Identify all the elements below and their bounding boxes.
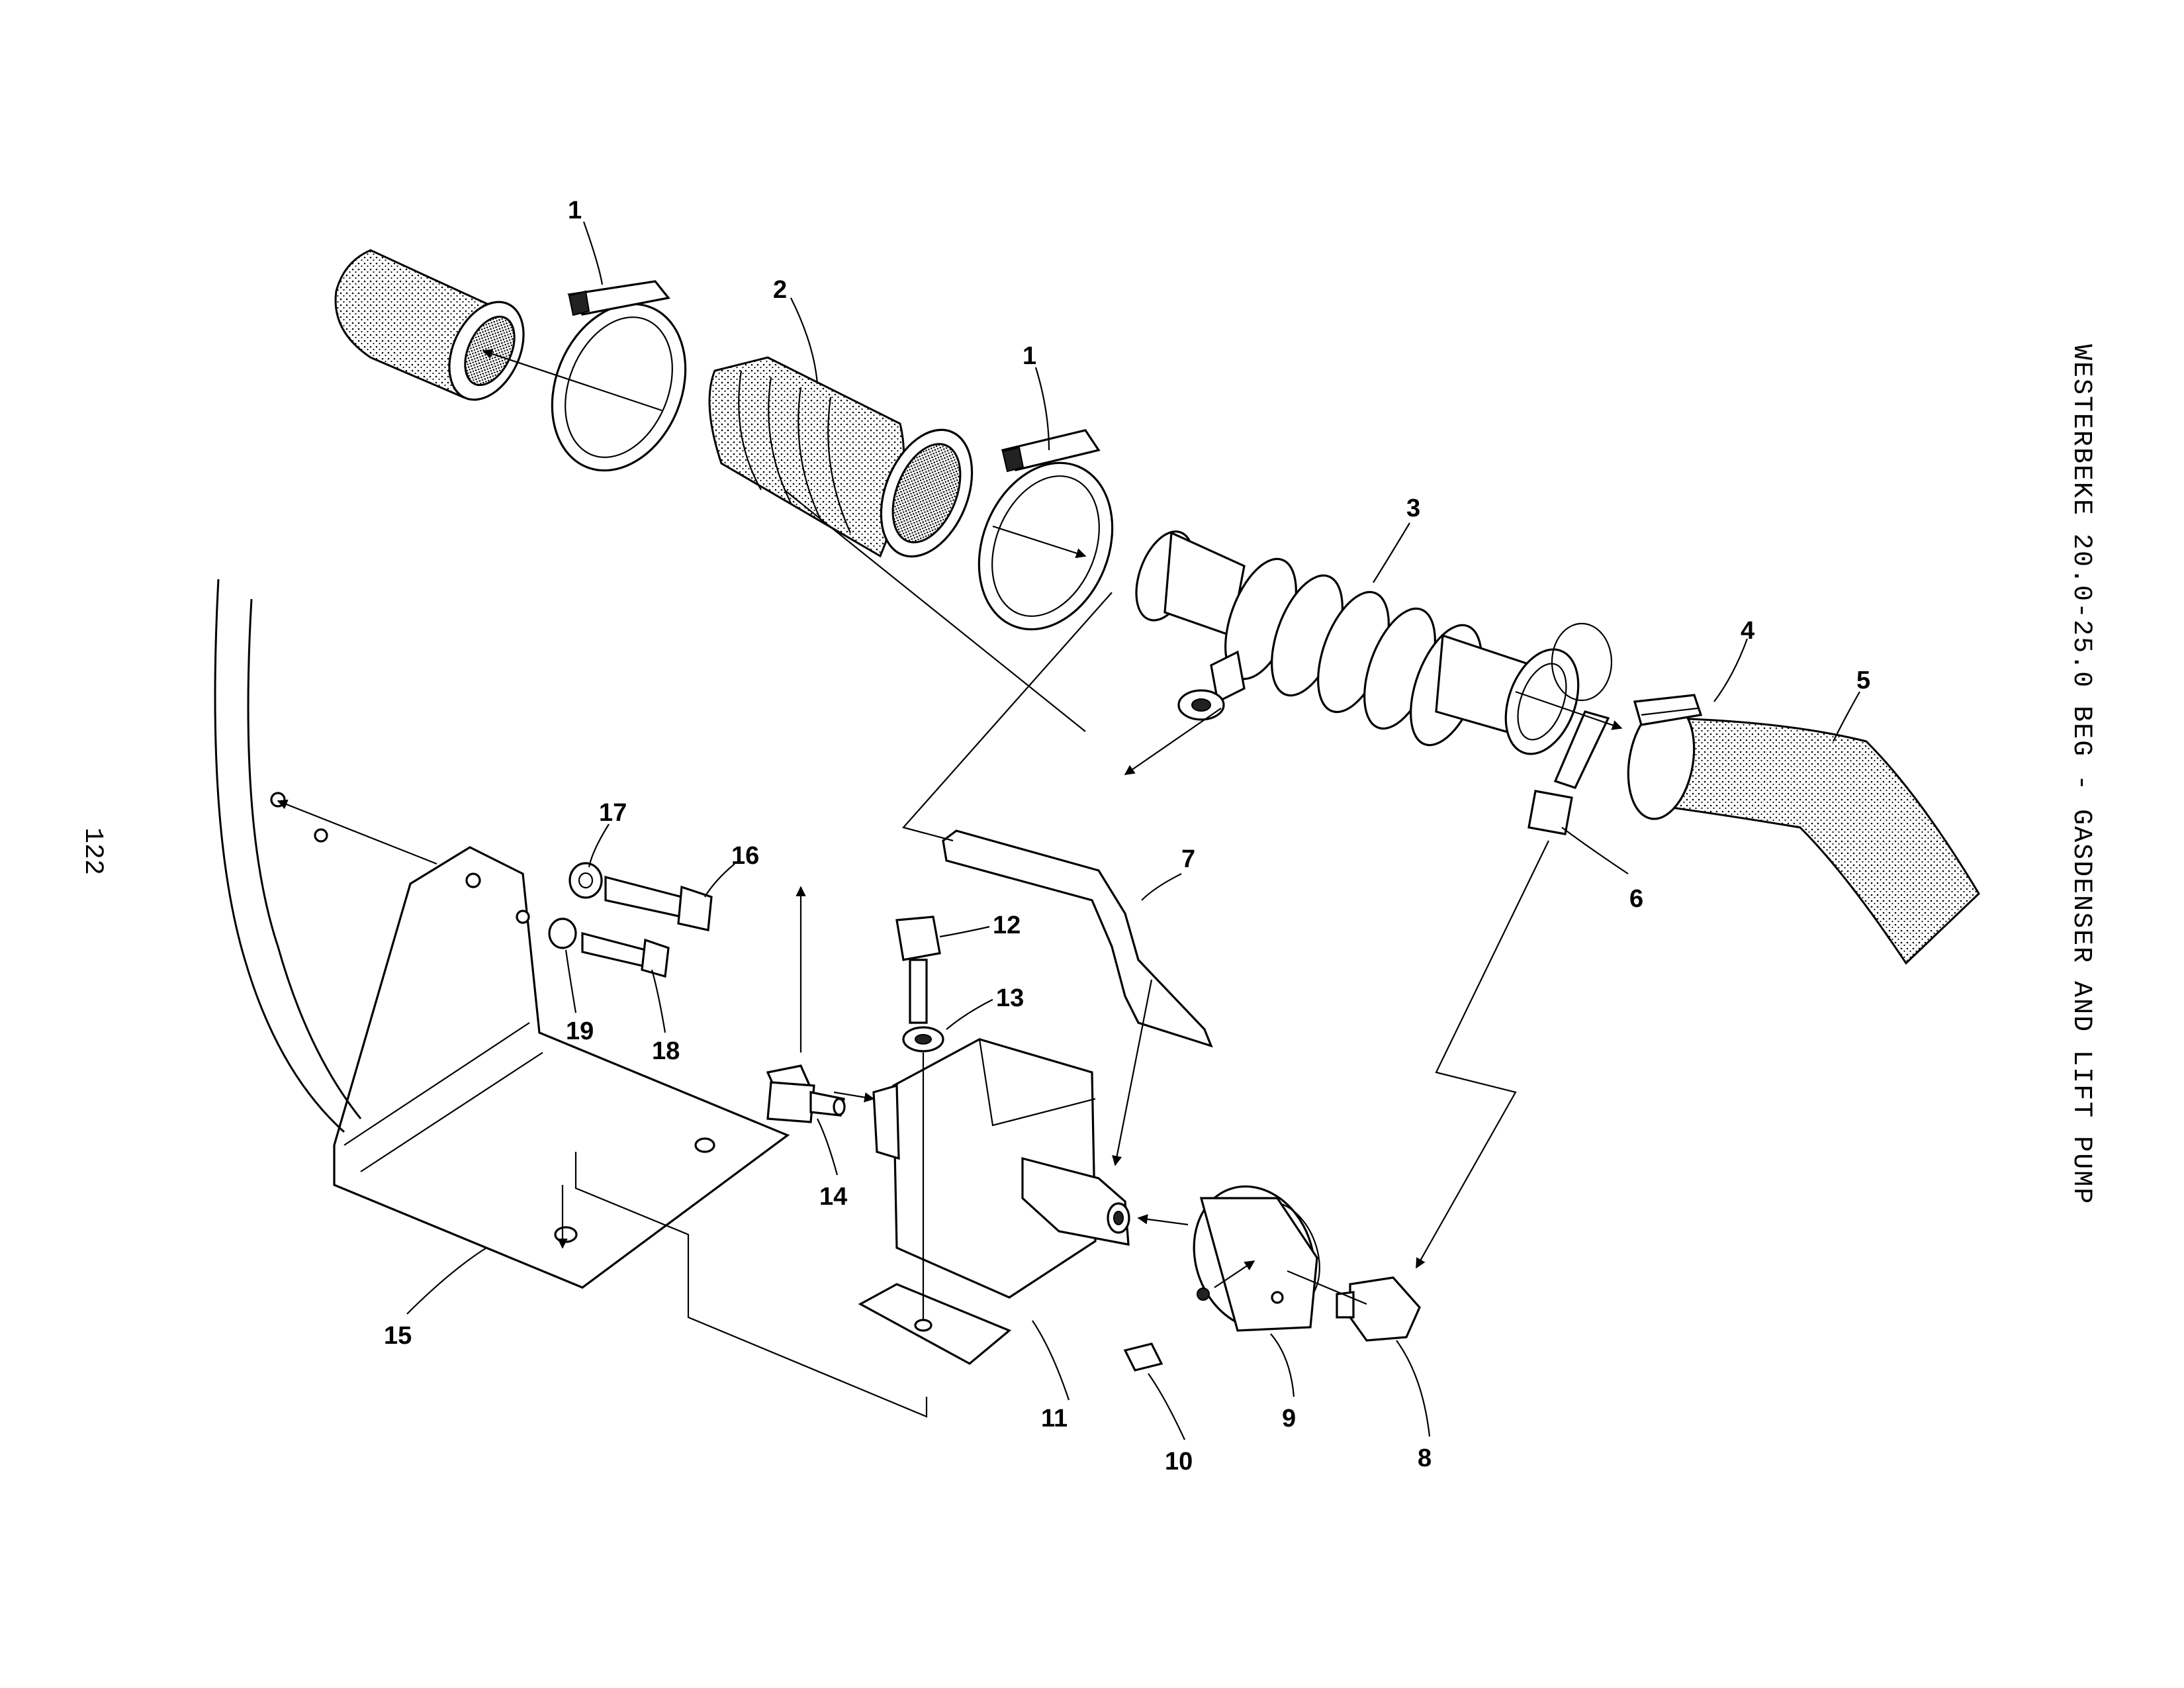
callout-2: 2 <box>773 276 787 304</box>
tailpipe-bracket-7 <box>942 829 1213 1048</box>
callout-6: 6 <box>1629 885 1643 913</box>
callout-labels: 1 2 1 3 4 5 6 7 8 9 10 11 12 13 14 15 16… <box>384 197 1870 1476</box>
callout-7: 7 <box>1181 845 1195 873</box>
callout-9: 9 <box>1282 1405 1296 1432</box>
callout-12: 12 <box>993 912 1021 939</box>
callout-11: 11 <box>1041 1405 1068 1432</box>
callout-leaders <box>406 221 1860 1440</box>
gasdenser-3 <box>1135 530 1613 835</box>
assembly-lines <box>277 349 1623 1418</box>
callout-17: 17 <box>599 799 627 827</box>
callout-1a: 1 <box>568 197 582 224</box>
callout-15: 15 <box>384 1322 412 1350</box>
exhaust-inlet-pipe <box>334 249 525 401</box>
pump-fasteners <box>766 915 944 1123</box>
exhaust-hose-2 <box>708 356 974 558</box>
callout-14: 14 <box>819 1183 847 1211</box>
callout-16: 16 <box>731 842 759 870</box>
hose-clamp-1b <box>978 429 1114 631</box>
callout-5: 5 <box>1856 667 1870 694</box>
hose-clamp-1a <box>551 280 687 472</box>
callout-19: 19 <box>566 1017 594 1045</box>
cable-outline <box>214 579 362 1133</box>
callout-1b: 1 <box>1023 342 1036 370</box>
bracket-bolts <box>270 792 713 978</box>
fuel-filter-cup-9-and-plug-8 <box>1123 1185 1421 1372</box>
mounting-bracket-15 <box>333 846 790 1289</box>
page-number: 122 <box>77 827 107 875</box>
exhaust-outlet-hose-5 <box>1627 694 1980 965</box>
document-title: WESTERBEKE 20.0-25.0 BEG - GASDENSER AND… <box>2066 344 2096 1205</box>
lift-pump-11 <box>858 1038 1130 1365</box>
callout-8: 8 <box>1418 1444 1432 1472</box>
callout-13: 13 <box>996 984 1024 1012</box>
callout-4: 4 <box>1741 617 1754 645</box>
callout-18: 18 <box>652 1037 680 1065</box>
callout-10: 10 <box>1165 1448 1193 1476</box>
callout-3: 3 <box>1406 494 1420 522</box>
